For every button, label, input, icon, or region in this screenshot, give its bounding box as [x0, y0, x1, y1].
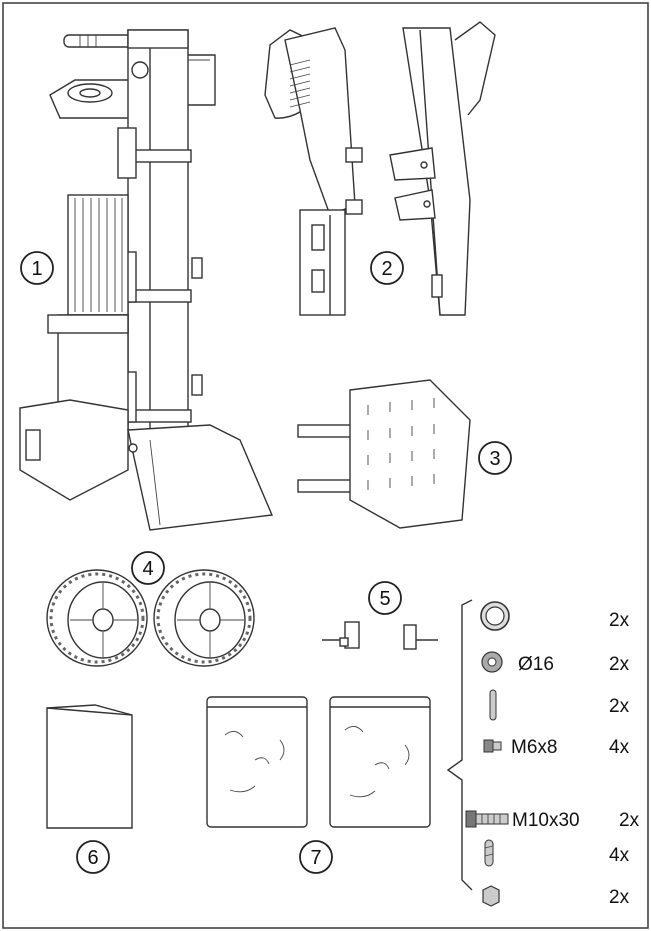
wheels-drawing: [46, 569, 255, 667]
wheel-left: [46, 569, 148, 667]
hardware-quantity: 2x: [609, 696, 630, 717]
log-splitter-body-drawing: [19, 29, 274, 531]
hardware-brace: [446, 599, 473, 891]
part-3-number: 3: [489, 448, 500, 470]
part-6-number: 6: [87, 847, 98, 869]
washer-ring-icon: [480, 601, 510, 631]
pin-icon: [489, 689, 497, 721]
hardware-quantity: 4x: [609, 845, 630, 866]
flat-washer-icon: [481, 651, 503, 673]
handle-frame-drawing: [264, 21, 496, 316]
part-7-callout: 7: [299, 840, 333, 874]
wheel-right: [153, 569, 255, 667]
hardware-quantity: 2x: [609, 887, 630, 908]
part-7-number: 7: [310, 847, 321, 869]
part-6-callout: 6: [76, 840, 110, 874]
manual-booklet-drawing: [46, 704, 133, 829]
part-3-callout: 3: [478, 441, 512, 475]
part-4-number: 4: [142, 558, 153, 580]
part-5-callout: 5: [368, 581, 402, 615]
part-4-callout: 4: [131, 551, 165, 585]
part-1-callout: 1: [20, 251, 54, 285]
part-2-number: 2: [381, 258, 392, 280]
hardware-size-label: M6x8: [511, 737, 557, 758]
hardware-quantity: 4x: [609, 737, 630, 758]
part-5-number: 5: [379, 588, 390, 610]
hardware-bags-drawing: [206, 696, 431, 828]
foot-plate-drawing: [297, 379, 471, 529]
part-1-number: 1: [31, 258, 42, 280]
nut-icon: [482, 885, 500, 907]
hardware-size-label: M10x30: [512, 810, 580, 831]
axle-brackets-drawing: [322, 621, 438, 650]
long-bolt-icon: [465, 810, 509, 828]
hardware-size-label: Ø16: [518, 654, 554, 675]
part-2-callout: 2: [370, 251, 404, 285]
short-bolt-icon: [483, 739, 502, 753]
hardware-quantity: 2x: [609, 654, 630, 675]
hardware-quantity: 2x: [609, 610, 630, 631]
hardware-quantity: 2x: [619, 810, 640, 831]
spring-pin-icon: [484, 839, 494, 867]
